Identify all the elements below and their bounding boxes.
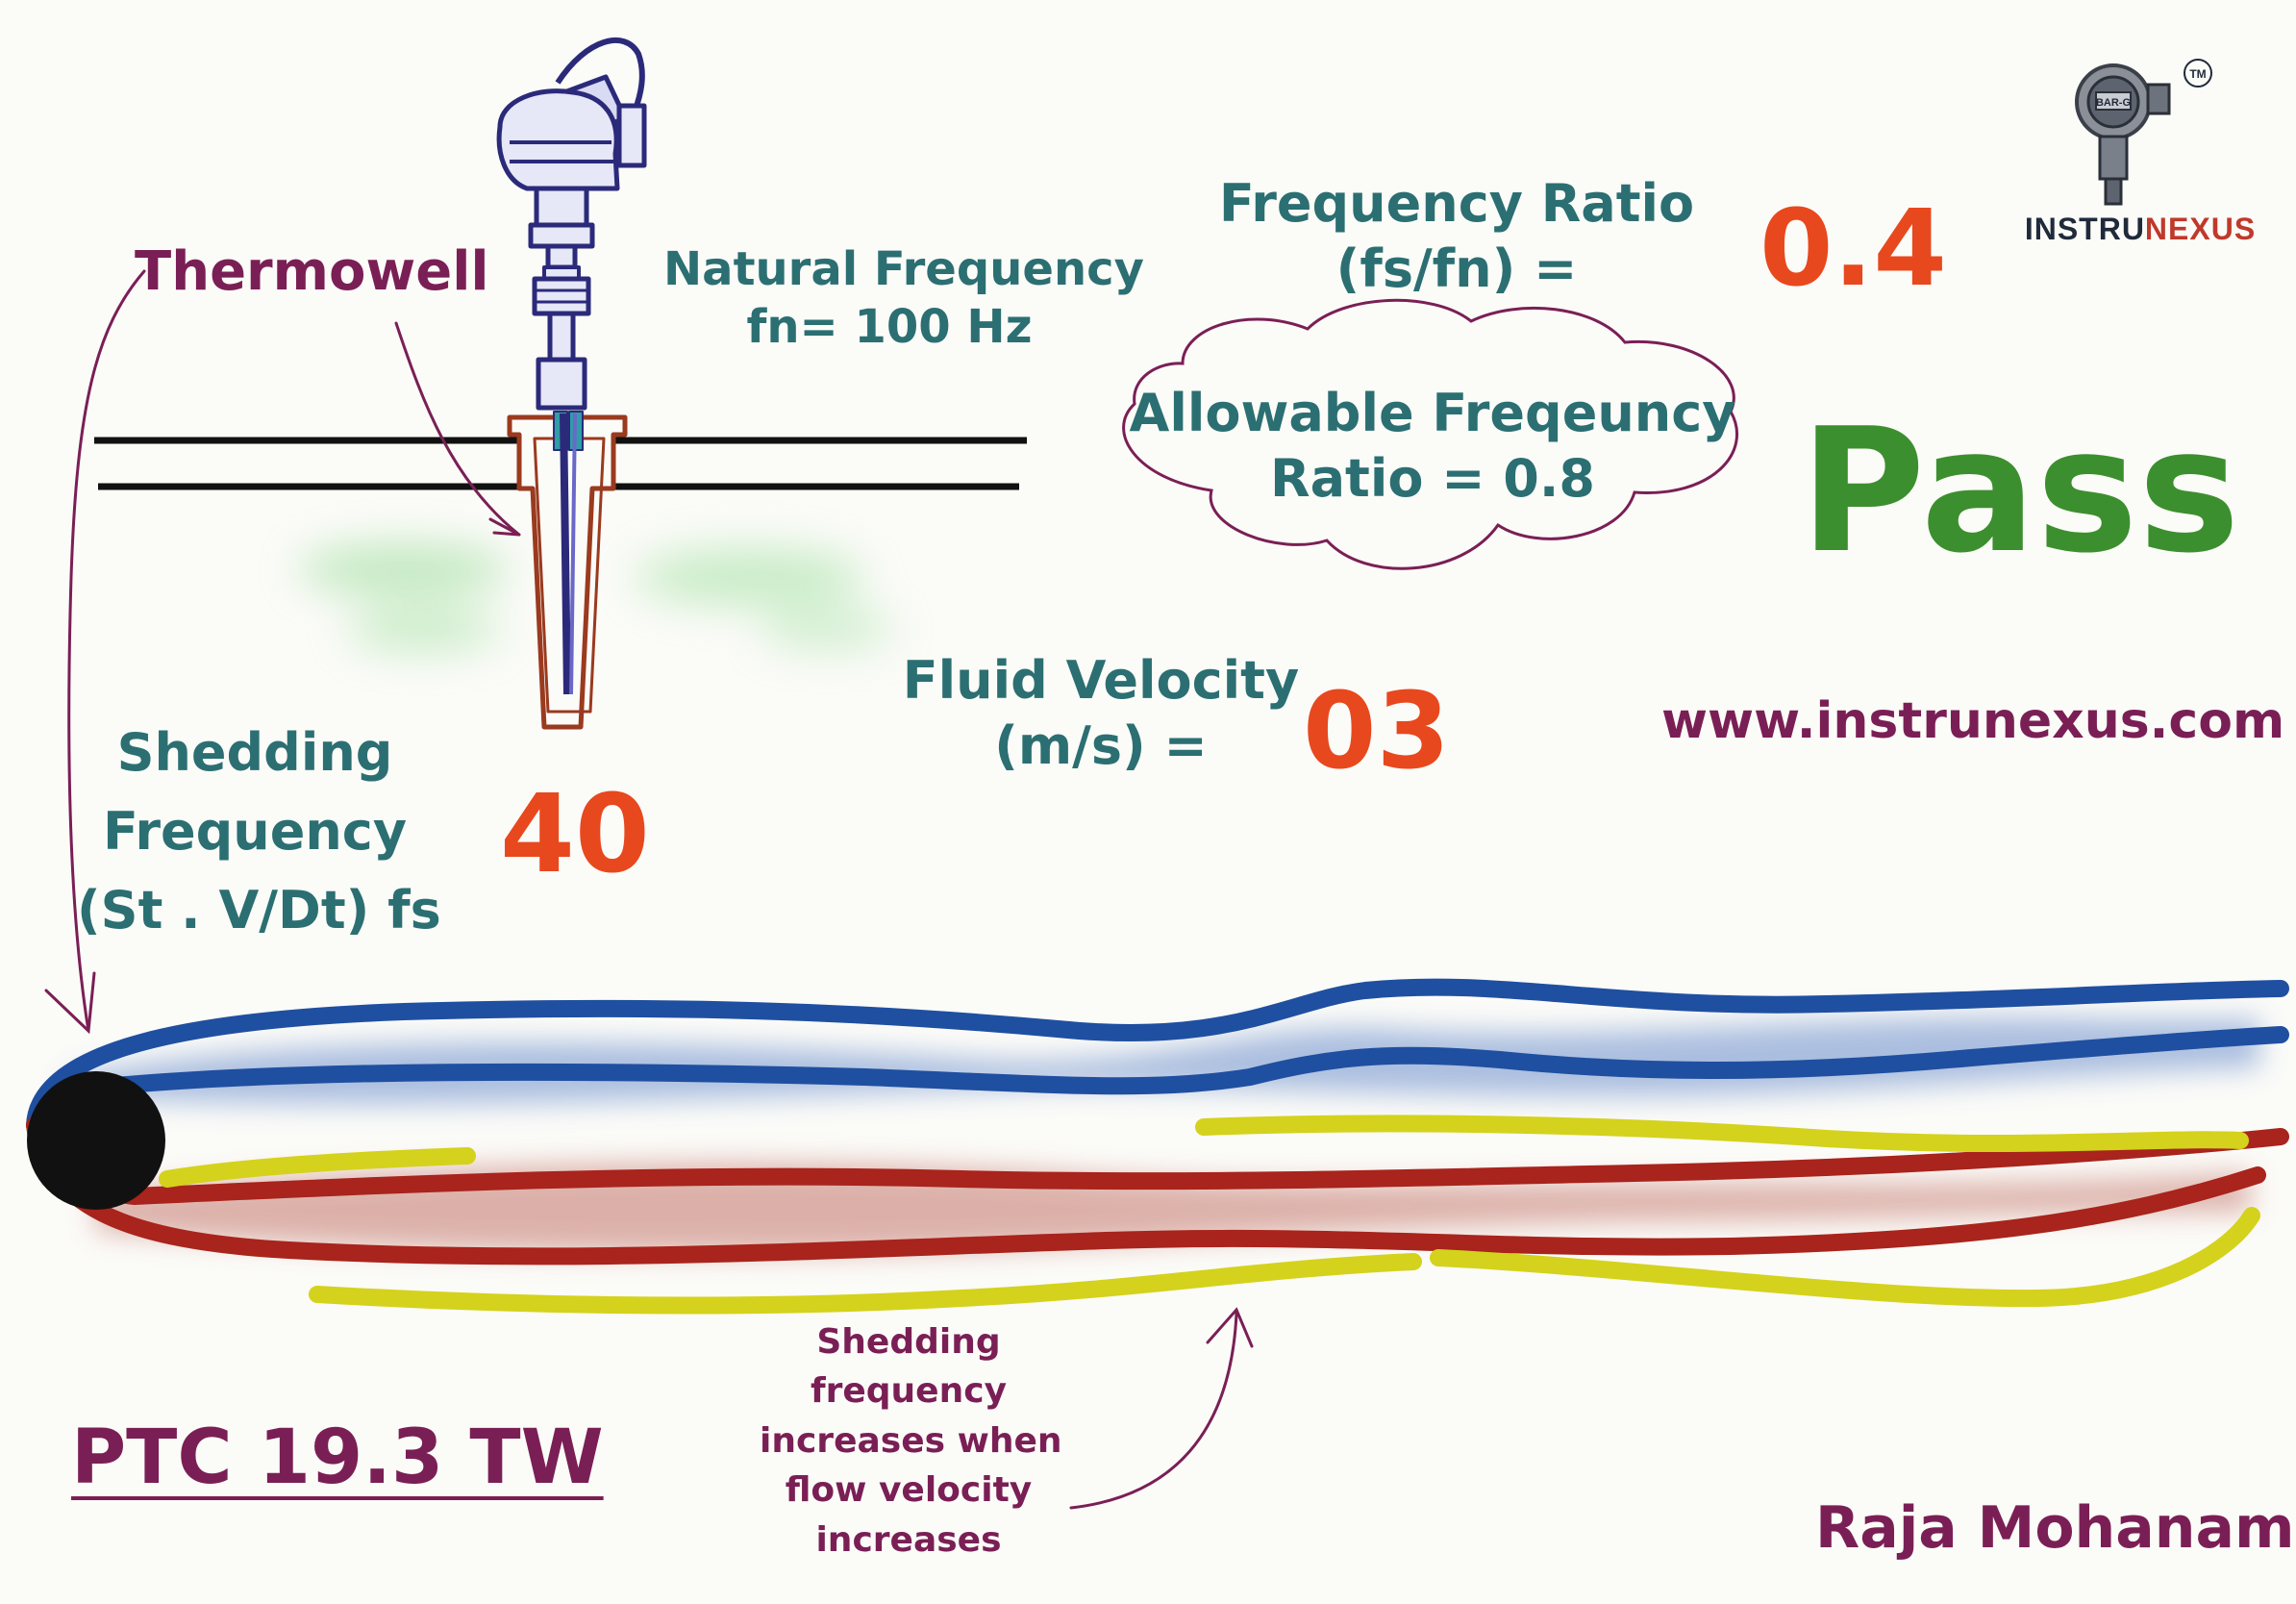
natural-frequency-value: fn= 100 Hz bbox=[746, 300, 1033, 354]
pressure-transmitter-icon: BAR-G TM bbox=[2075, 59, 2212, 206]
thermowell-label: Thermowell bbox=[135, 240, 489, 303]
note-line-1: Shedding bbox=[816, 1322, 1001, 1362]
device-label: BAR-G bbox=[2096, 97, 2131, 109]
shedding-note: Shedding frequency increases when flow v… bbox=[760, 1317, 1062, 1565]
thermowell-assembly bbox=[496, 38, 647, 730]
note-line-5: increases bbox=[815, 1519, 1002, 1560]
fluid-haze bbox=[298, 544, 894, 650]
note-line-3: increases when bbox=[760, 1420, 1062, 1461]
thermowell-arrows bbox=[44, 269, 521, 1035]
trademark-mark: TM bbox=[2189, 67, 2206, 81]
note-line-2: frequency bbox=[810, 1371, 1008, 1412]
frequency-ratio-formula: (fs/fn) = bbox=[1335, 238, 1578, 299]
natural-frequency-label: Natural Frequency fn= 100 Hz bbox=[663, 240, 1144, 356]
fluid-velocity-label: Fluid Velocity (m/s) = bbox=[880, 648, 1322, 778]
fluid-velocity-title: Fluid Velocity bbox=[902, 650, 1300, 711]
allowable-ratio-title: Allowable Freqeuncy bbox=[1129, 383, 1736, 443]
frequency-ratio-value: 0.4 bbox=[1759, 187, 1947, 310]
allowable-ratio-label: Allowable Freqeuncy Ratio = 0.8 bbox=[1125, 381, 1740, 511]
shedding-frequency-label: Shedding Frequency (St . V/Dt) fs bbox=[77, 714, 441, 950]
fluid-velocity-value: 03 bbox=[1303, 669, 1451, 792]
shedding-frequency-value: 40 bbox=[500, 772, 650, 897]
fluid-velocity-unit: (m/s) = bbox=[994, 714, 1208, 776]
logo-wordmark-part1: INSTRU bbox=[2024, 212, 2145, 246]
note-arrow bbox=[1069, 1307, 1254, 1510]
shedding-frequency-line-2: Frequency bbox=[102, 801, 408, 863]
frequency-ratio-title: Frequency Ratio bbox=[1218, 173, 1695, 234]
allowable-ratio-value: Ratio = 0.8 bbox=[1270, 447, 1595, 509]
wake-streamlines bbox=[26, 978, 2289, 1315]
website-link[interactable]: www.instrunexus.com bbox=[1661, 692, 2285, 750]
frequency-ratio-label: Frequency Ratio (fs/fn) = bbox=[1207, 171, 1707, 301]
natural-frequency-title: Natural Frequency bbox=[663, 242, 1144, 296]
shedding-frequency-formula: (St . V/Dt) fs bbox=[77, 880, 441, 941]
shedding-frequency-line-1: Shedding bbox=[116, 722, 393, 783]
allowable-cloud bbox=[1122, 298, 1738, 570]
result-pass: Pass bbox=[1800, 391, 2240, 590]
note-line-4: flow velocity bbox=[785, 1470, 1033, 1511]
logo-wordmark: INSTRUNEXUS bbox=[2015, 212, 2265, 247]
standard-title: PTC 19.3 TW bbox=[71, 1415, 604, 1501]
logo-wordmark-part2: NEXUS bbox=[2144, 212, 2257, 246]
author-name: Raja Mohanam bbox=[1815, 1494, 2295, 1562]
instrunexus-logo: BAR-G TM INSTRUNEXUS bbox=[2015, 56, 2265, 258]
thermowell-cross-section bbox=[27, 1071, 165, 1210]
